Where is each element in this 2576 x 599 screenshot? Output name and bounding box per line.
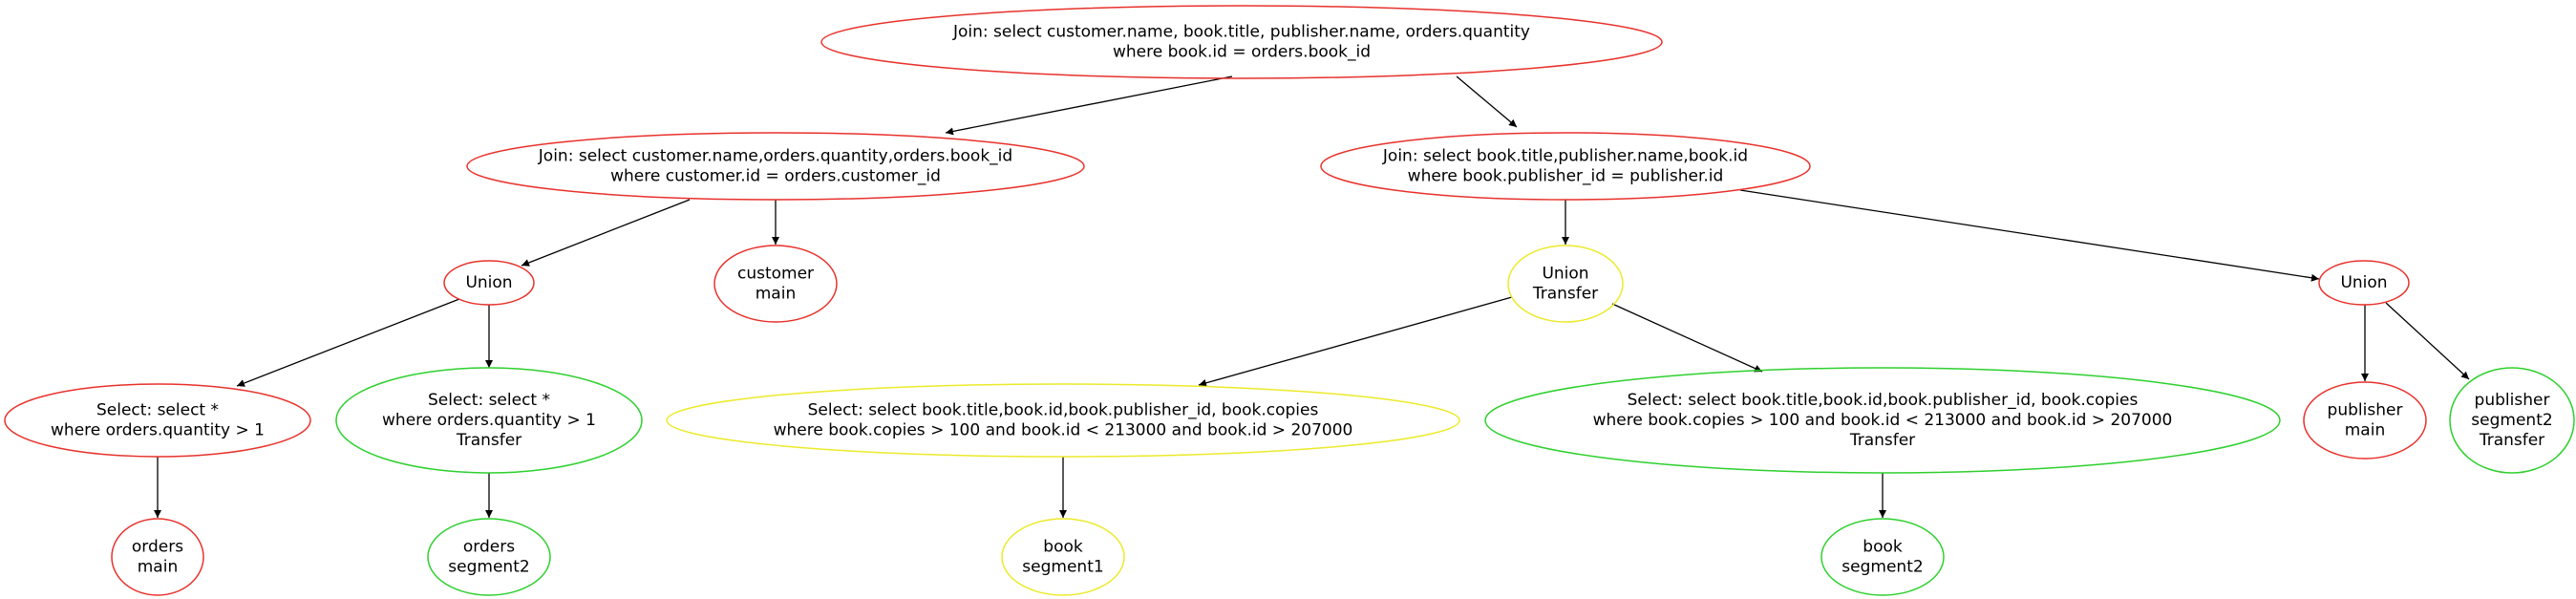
node-select-orders-seg2[interactable]: Select: select *where orders.quantity > …: [335, 367, 643, 474]
edge-union-transfer-to-select-book-seg2: [1611, 303, 1763, 373]
edge-join-left-to-union-orders: [521, 199, 691, 267]
node-label-book-seg2-line-1: book: [1863, 538, 1903, 557]
node-ellipse-select-book-seg2: [1484, 367, 2281, 474]
node-select-book-seg2[interactable]: Select: select book.title,book.id,book.p…: [1484, 367, 2281, 474]
node-label-select-orders-main-line-2: where orders.quantity > 1: [51, 421, 265, 440]
node-label-select-book-seg1-line-1: Select: select book.title,book.id,book.p…: [808, 401, 1319, 420]
node-label-publisher-main-line-1: publisher: [2328, 401, 2403, 420]
node-label-root-line-2: where book.id = orders.book_id: [1113, 43, 1371, 62]
node-label-orders-seg2-line-1: orders: [463, 538, 515, 557]
node-ellipse-union-publisher: [2318, 260, 2410, 306]
node-label-union-publisher-line-1: Union: [2340, 273, 2387, 292]
node-join-right[interactable]: Join: select book.title,publisher.name,b…: [1320, 132, 1811, 201]
node-select-orders-main[interactable]: Select: select *where orders.quantity > …: [4, 383, 311, 458]
edge-join-right-to-union-publisher: [1739, 189, 2320, 282]
node-ellipse-select-book-seg1: [666, 383, 1460, 458]
node-select-book-seg1[interactable]: Select: select book.title,book.id,book.p…: [666, 383, 1460, 458]
node-label-select-orders-main-line-1: Select: select *: [96, 401, 219, 420]
node-ellipse-root: [820, 5, 1663, 79]
node-ellipse-union-orders: [443, 260, 535, 306]
node-ellipse-union-transfer: [1507, 245, 1624, 323]
node-union-orders[interactable]: Union: [443, 260, 535, 306]
node-label-book-seg1-line-1: book: [1043, 538, 1083, 557]
node-label-select-orders-seg2-line-2: where orders.quantity > 1: [382, 411, 596, 430]
node-join-left[interactable]: Join: select customer.name,orders.quanti…: [466, 132, 1085, 201]
node-ellipse-join-left: [466, 132, 1085, 201]
edge-union-publisher-to-publisher-seg2: [2385, 302, 2470, 380]
node-label-select-book-seg2-line-2: where book.copies > 100 and book.id < 21…: [1593, 411, 2173, 430]
node-label-orders-main-line-1: orders: [132, 538, 183, 557]
node-label-orders-seg2-line-2: segment2: [448, 558, 529, 577]
node-label-union-orders-line-1: Union: [465, 273, 512, 292]
node-label-select-orders-seg2-line-1: Select: select *: [428, 391, 550, 410]
edge-root-to-join-right: [1456, 75, 1518, 128]
node-label-join-right-line-2: where book.publisher_id = publisher.id: [1408, 167, 1724, 186]
edge-root-to-join-left: [945, 75, 1233, 136]
node-label-publisher-seg2-line-2: segment2: [2471, 411, 2552, 430]
node-ellipse-select-orders-seg2: [335, 367, 643, 474]
node-label-join-left-line-2: where customer.id = orders.customer_id: [610, 167, 941, 186]
node-label-root-line-1: Join: select customer.name, book.title, …: [952, 23, 1530, 42]
node-label-publisher-main-line-2: main: [2345, 421, 2385, 440]
node-label-select-book-seg2-line-1: Select: select book.title,book.id,book.p…: [1628, 391, 2139, 410]
node-ellipse-select-orders-main: [4, 383, 311, 458]
node-label-select-orders-seg2-line-3: Transfer: [456, 431, 522, 450]
node-label-join-left-line-1: Join: select customer.name,orders.quanti…: [538, 147, 1012, 166]
node-label-book-seg2-line-2: segment2: [1842, 558, 1923, 577]
node-ellipse-orders-seg2: [427, 518, 551, 596]
node-ellipse-book-seg1: [1001, 518, 1125, 596]
node-label-union-transfer-line-2: Transfer: [1532, 285, 1598, 304]
node-label-publisher-seg2-line-1: publisher: [2475, 391, 2550, 410]
node-label-book-seg1-line-2: segment1: [1022, 558, 1103, 577]
node-root[interactable]: Join: select customer.name, book.title, …: [820, 5, 1663, 79]
node-label-join-right-line-1: Join: select book.title,publisher.name,b…: [1382, 147, 1748, 166]
node-ellipse-orders-main: [111, 518, 204, 596]
node-ellipse-publisher-main: [2303, 381, 2427, 460]
node-union-publisher[interactable]: Union: [2318, 260, 2410, 306]
node-label-union-transfer-line-1: Union: [1542, 265, 1588, 284]
node-label-publisher-seg2-line-3: Transfer: [2479, 431, 2544, 450]
node-label-customer-main-line-1: customer: [737, 265, 814, 284]
nodes-layer: Join: select customer.name, book.title, …: [4, 5, 2575, 596]
node-label-orders-main-line-2: main: [138, 558, 178, 577]
node-label-select-book-seg1-line-2: where book.copies > 100 and book.id < 21…: [774, 421, 1353, 440]
node-label-select-book-seg2-line-3: Transfer: [1849, 431, 1915, 450]
node-label-customer-main-line-2: main: [756, 285, 796, 304]
node-ellipse-customer-main: [713, 245, 838, 323]
edge-union-transfer-to-select-book-seg1: [1198, 296, 1513, 387]
edge-union-orders-to-select-orders-main: [236, 298, 460, 387]
node-ellipse-join-right: [1320, 132, 1811, 201]
node-ellipse-book-seg2: [1820, 518, 1945, 596]
edges-layer: [154, 75, 2470, 518]
node-ellipse-publisher-seg2: [2449, 367, 2575, 474]
